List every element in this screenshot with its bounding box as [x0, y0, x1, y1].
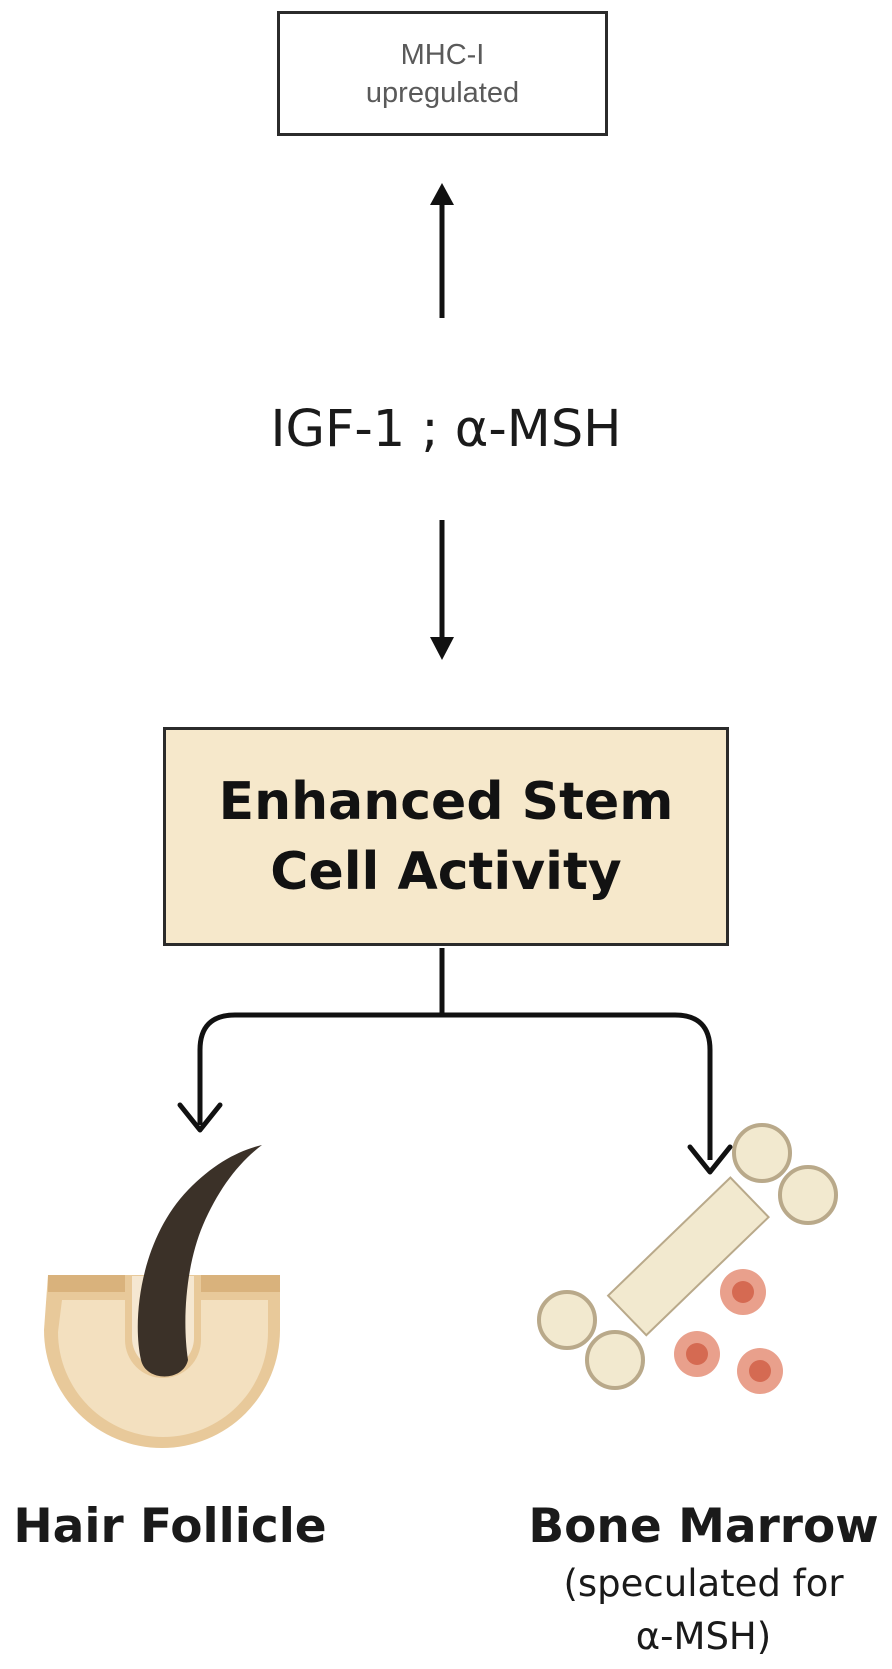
bone-marrow-icon	[537, 1123, 838, 1394]
mhc-box-line1: MHC-I	[400, 38, 485, 71]
branch-arrowhead-right	[687, 1144, 733, 1175]
stem-cell-box: Enhanced Stem Cell Activity	[163, 727, 729, 946]
signal-label: IGF-1 ; α-MSH	[270, 400, 622, 459]
hair-follicle-label: Hair Follicle	[13, 1499, 327, 1554]
stem-cell-box-line1: Enhanced Stem	[218, 771, 674, 832]
mhc-box-line2: upregulated	[365, 76, 520, 109]
stem-cell-box-line2: Cell Activity	[270, 841, 622, 902]
mhc-box: MHC-I upregulated	[277, 11, 608, 136]
hair-follicle-icon	[44, 1145, 280, 1448]
bone-marrow-label: Bone Marrow	[528, 1499, 879, 1554]
arrow-up-to-mhc	[430, 183, 454, 318]
bone-marrow-note-line1: (speculated for	[563, 1562, 844, 1605]
bone-marrow-note-line2: α-MSH)	[635, 1615, 772, 1658]
arrow-down-to-stem-cell	[430, 520, 454, 660]
branch-arrowhead-left	[177, 1102, 223, 1133]
branch-connector	[197, 948, 713, 1160]
